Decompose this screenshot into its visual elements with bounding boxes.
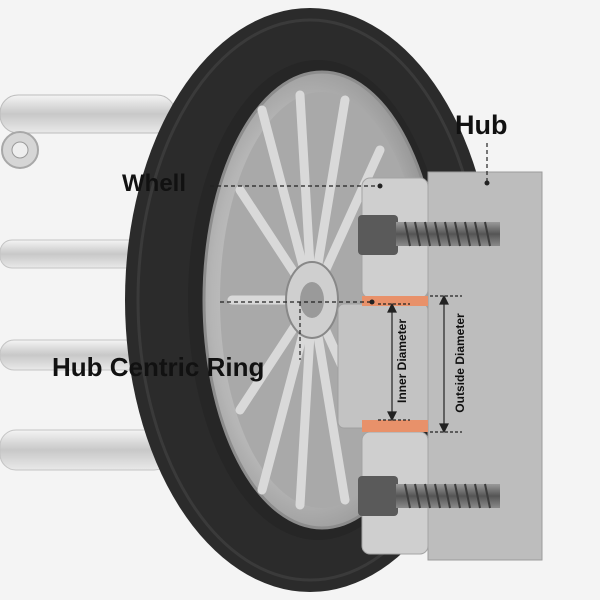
upper-bolt — [358, 215, 500, 255]
hub-label: Hub — [455, 110, 508, 140]
ring-bottom — [362, 420, 428, 432]
hub-centric-ring-label: Hub Centric Ring — [52, 352, 265, 382]
wheel-leader-dot — [377, 183, 383, 189]
inner-diameter-label: Inner Diameter — [395, 318, 409, 404]
ring-top — [362, 296, 428, 306]
leader-lines — [210, 143, 488, 360]
ring-leader-dot — [369, 299, 375, 305]
outside-diameter-dimension — [430, 294, 462, 434]
outside-diameter-label: Outside Diameter — [453, 313, 467, 413]
lower-bolt — [358, 476, 500, 516]
suspension-frame — [0, 94, 176, 471]
inner-diameter-dimension — [378, 302, 410, 422]
hub-centric-ring — [362, 296, 428, 432]
wheel-label: Whell — [122, 170, 186, 197]
hub-leader-dot — [484, 180, 490, 186]
